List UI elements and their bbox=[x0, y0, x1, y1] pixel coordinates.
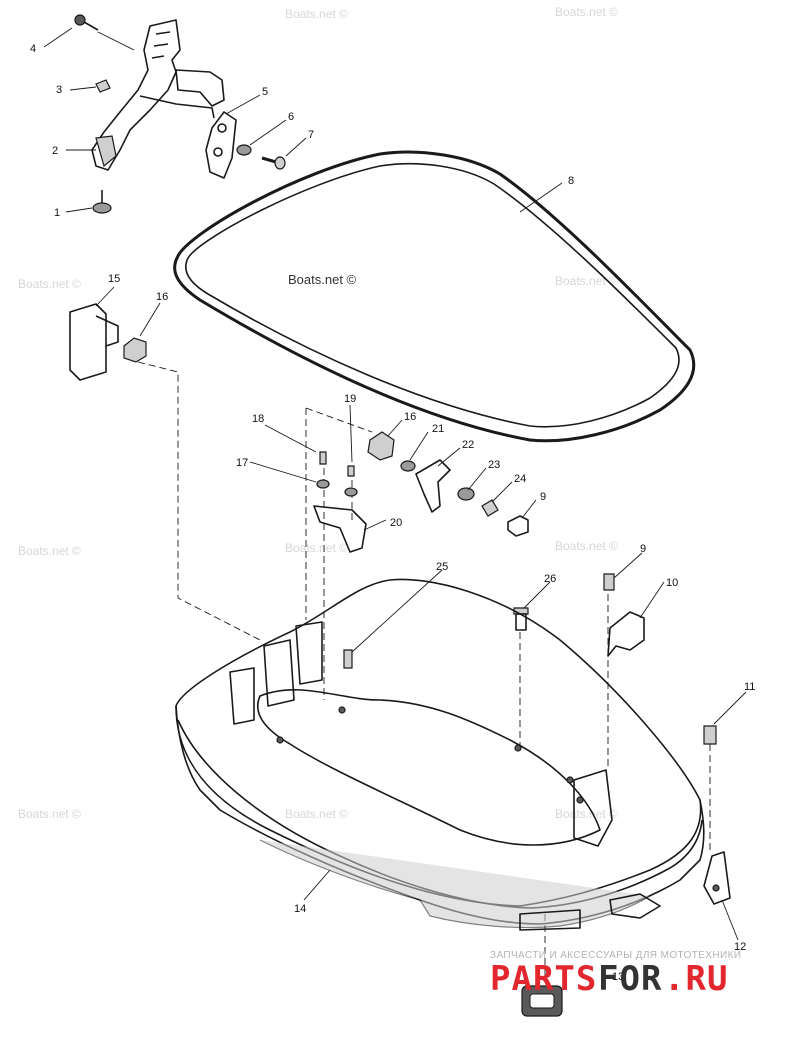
bracket-2 bbox=[91, 19, 225, 171]
leader-lines bbox=[43, 27, 747, 941]
callout-6: 6 bbox=[288, 111, 294, 123]
callout-4: 4 bbox=[30, 43, 36, 55]
nut-16 bbox=[123, 337, 147, 363]
callout-12: 12 bbox=[734, 941, 746, 953]
callout-20: 20 bbox=[390, 517, 402, 529]
callout-19: 19 bbox=[344, 393, 356, 405]
screw-4 bbox=[74, 14, 99, 31]
callout-10: 10 bbox=[666, 577, 678, 589]
brand-name-mid: FOR bbox=[598, 959, 662, 999]
watermark: Boats.net © bbox=[555, 274, 618, 288]
hinge-bracket-20 bbox=[313, 451, 367, 553]
watermark: Boats.net © bbox=[18, 544, 81, 558]
callout-15: 15 bbox=[108, 273, 120, 285]
watermark: Boats.net © bbox=[18, 807, 81, 821]
latch-hardware bbox=[367, 431, 529, 537]
watermark-center: Boats.net © bbox=[288, 272, 357, 287]
callout-25: 25 bbox=[436, 561, 448, 573]
callout-14: 14 bbox=[294, 903, 306, 915]
brand-logo: ЗАПЧАСТИ И АКСЕССУАРЫ ДЛЯ МОТОТЕХНИКИ PA… bbox=[490, 950, 741, 999]
callout-7: 7 bbox=[308, 129, 314, 141]
callout-13: 13 bbox=[612, 971, 624, 983]
grommet-13 bbox=[521, 985, 563, 1017]
clip-3 bbox=[95, 79, 111, 93]
watermark: Boats.net © bbox=[285, 541, 348, 555]
callout-9: 9 bbox=[640, 543, 646, 555]
watermark: Boats.net © bbox=[555, 807, 618, 821]
seal-ring-8 bbox=[173, 150, 696, 443]
bracket-12 bbox=[703, 851, 731, 905]
watermark: Boats.net © bbox=[285, 7, 348, 21]
brand-tagline: ЗАПЧАСТИ И АКСЕССУАРЫ ДЛЯ МОТОТЕХНИКИ bbox=[490, 950, 741, 961]
watermark: Boats.net © bbox=[555, 5, 618, 19]
callout-2: 2 bbox=[52, 145, 58, 157]
callout-16: 16 bbox=[156, 291, 168, 303]
watermark-group: Boats.net © Boats.net © Boats.net © Boat… bbox=[18, 5, 618, 821]
callout-22: 22 bbox=[462, 439, 474, 451]
callout-8: 8 bbox=[568, 175, 574, 187]
hinge-plate-5 bbox=[205, 111, 237, 179]
latch-block-15 bbox=[69, 303, 119, 381]
brand-name-right: .RU bbox=[664, 959, 728, 999]
bottom-cowling-14 bbox=[175, 578, 705, 931]
callout-21: 21 bbox=[432, 423, 444, 435]
callout-26: 26 bbox=[544, 573, 556, 585]
watermark: Boats.net © bbox=[285, 807, 348, 821]
bolt-7 bbox=[261, 156, 286, 170]
washer-6 bbox=[236, 144, 252, 156]
watermark: Boats.net © bbox=[18, 277, 81, 291]
brand-name-left: PARTS bbox=[490, 959, 597, 999]
watermark: Boats.net © bbox=[555, 539, 618, 553]
callout-9: 9 bbox=[540, 491, 546, 503]
callout-labels: 4 3 2 1 5 6 7 8 15 16 18 19 16 21 22 17 … bbox=[30, 43, 755, 983]
callout-11: 11 bbox=[744, 681, 755, 693]
callout-23: 23 bbox=[488, 459, 500, 471]
callout-16: 16 bbox=[404, 411, 416, 423]
bolt-1 bbox=[92, 190, 112, 214]
fasteners bbox=[343, 573, 717, 745]
callout-1: 1 bbox=[54, 207, 60, 219]
callout-3: 3 bbox=[56, 84, 62, 96]
callout-18: 18 bbox=[252, 413, 264, 425]
callout-24: 24 bbox=[514, 473, 526, 485]
callout-17: 17 bbox=[236, 457, 248, 469]
callout-5: 5 bbox=[262, 86, 268, 98]
